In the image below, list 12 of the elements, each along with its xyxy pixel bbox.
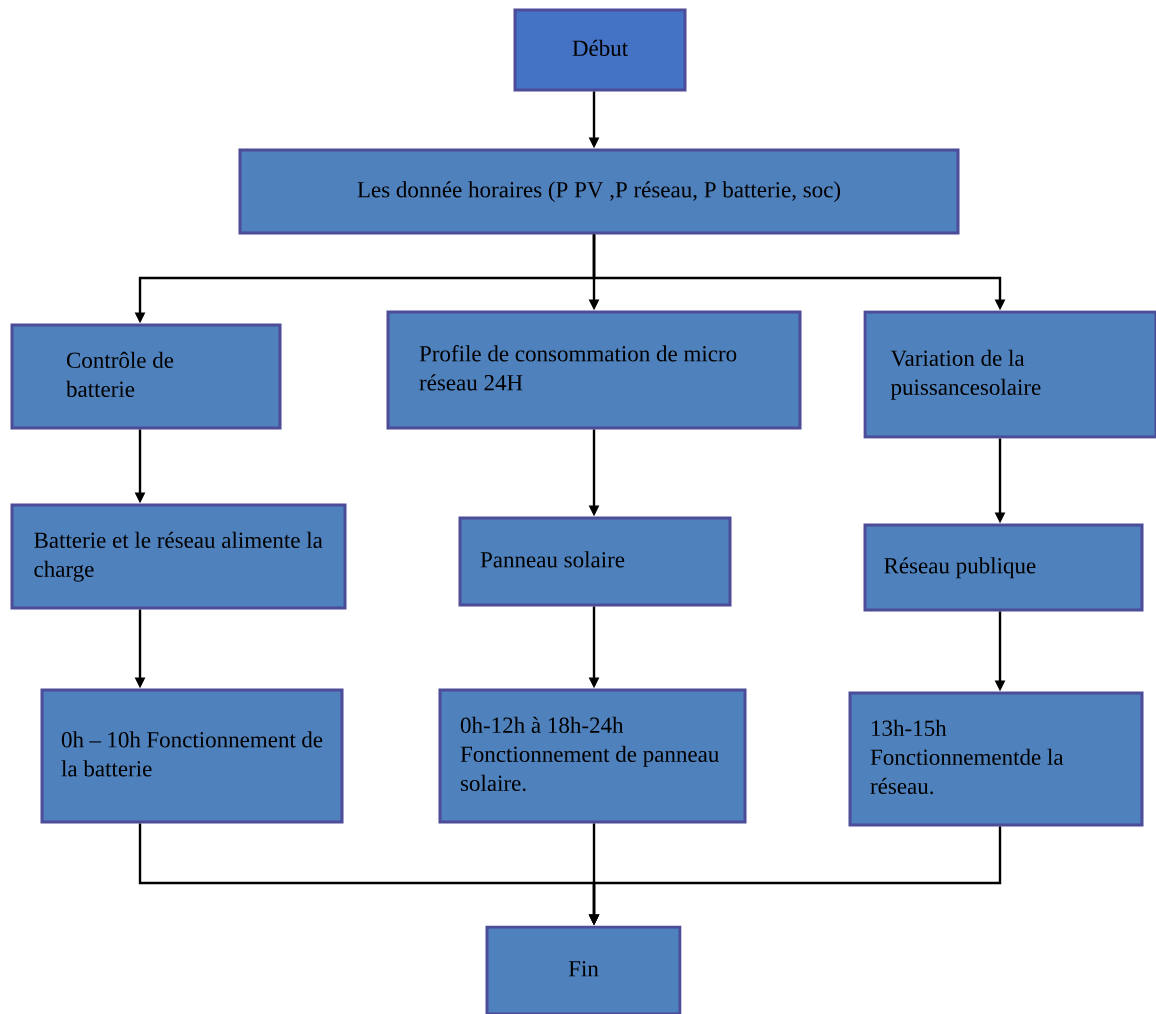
terminal-box: Fin [485, 925, 682, 1014]
terminal-box: Début [513, 8, 687, 92]
process-box: 13h-15h Fonctionnementde la réseau. [848, 691, 1144, 827]
process-box: Les donnée horaires (P PV ,P réseau, P batterie, soc) [238, 148, 960, 235]
process-box: Variation de la puissancesolaire [863, 310, 1156, 439]
process-box: Panneau solaire [458, 516, 732, 607]
process-box: Batterie et le réseau alimente la charge [10, 503, 347, 610]
process-box: 0h – 10h Fonctionnement de la batterie [40, 688, 344, 824]
process-box: Réseau publique [863, 523, 1144, 612]
process-box: 0h-12h à 18h-24h Fonctionnement de panneau solaire. [438, 688, 747, 824]
process-box: Contrôle de batterie [10, 323, 282, 430]
process-box: Profile de consommation de micro réseau 24H [386, 310, 802, 430]
